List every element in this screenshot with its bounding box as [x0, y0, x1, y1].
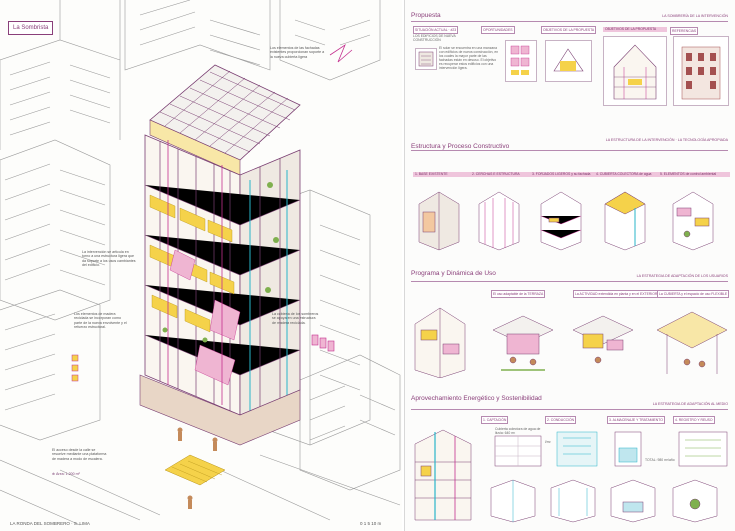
- situation-text: El solar se encuentra en una manzana con…: [439, 46, 499, 70]
- programa-step-3: La CUBIERTA y el espacio de uso FLEXIBLE: [657, 290, 730, 298]
- section-rule: [411, 409, 728, 410]
- estructura-step-3: 3. FORJADOS LIGEROS y su fachada: [530, 172, 594, 177]
- objectives-figure: [545, 40, 592, 82]
- situation-figure: [415, 48, 437, 70]
- axonometric-panel: La Sombrista Los elementos de las fachad…: [0, 0, 401, 526]
- programa-step-1: El uso adaptable de la TERRAZA: [491, 290, 546, 298]
- energia-units: l/m²: [545, 440, 551, 444]
- section-subheader-programa: LA ESTRATEGIA DE ADAPTACIÓN DE LOS USUAR…: [636, 274, 728, 278]
- section-rule: [411, 281, 728, 282]
- energia-step-4: 4. REGISTRO Y REUSO: [673, 416, 715, 424]
- energia-step-1: 1. CAPTACIÓN: [481, 416, 509, 424]
- estructura-step-4: 4. CUBIERTA COLECTORA de agua: [594, 172, 658, 177]
- central-frame: [71, 43, 353, 509]
- situation-label: SITUACIÓN ACTUAL · #23: [413, 26, 459, 34]
- energia-diagrams: [414, 429, 728, 523]
- callout-top-note: Los elementos de las fachadas existentes…: [270, 46, 325, 59]
- neighbor-buildings: [0, 0, 401, 526]
- section-header-aprovechamiento: Aprovechamiento Energético y Sostenibili…: [411, 395, 542, 402]
- references-label: REFERENCIAS: [670, 27, 699, 35]
- section-header-propuesta: Propuesta: [411, 12, 441, 19]
- section-subheader-propuesta: LA SOMBRERÍA DE LA INTERVENCIÓN: [662, 14, 728, 18]
- callout-left-mid: La intervención se articula en torno a u…: [82, 250, 136, 268]
- callout-bottom-note: El acceso desde la calle se resuelve med…: [52, 448, 107, 461]
- estructura-diagrams: [418, 191, 714, 251]
- section-subheader-aprovechamiento: LA ESTRATEGIA DE ADAPTACIÓN AL MEDIO: [652, 402, 728, 406]
- energia-note: Cubierta colectora de agua de lluvia: 64…: [495, 427, 541, 435]
- axonometric-drawing: [0, 0, 401, 526]
- estructura-step-5: 5. ELEMENTOS de control ambiental: [658, 172, 730, 177]
- opportunities-figure: [505, 40, 537, 82]
- programa-step-2: La ACTIVIDAD extendida en planta y en el…: [573, 290, 660, 298]
- objectives-label: OBJETIVOS DE LA PROPUESTA: [541, 26, 597, 34]
- banner-objectives: OBJETIVOS DE LA PROPUESTA: [603, 27, 667, 32]
- energia-step-3: 3. ALMACENAJE Y TRATAMIENTO: [607, 416, 665, 424]
- sheet-title: La Sombrista: [8, 21, 54, 35]
- situation-sub: LOS EDIFICIOS DE NUEVA CONSTRUCCIÓN: [413, 34, 456, 42]
- section-rule: [411, 21, 728, 22]
- info-panel: Propuesta LA SOMBRERÍA DE LA INTERVENCIÓ…: [404, 0, 735, 531]
- scale-bar-label: 0 1 5 10 m: [360, 521, 382, 526]
- section-header-estructura: Estructura y Proceso Constructivo: [411, 143, 510, 150]
- estructura-step-2: 2. CERCHAS E ESTRUCTURA: [470, 172, 530, 177]
- section-diagram: [603, 36, 667, 106]
- references-figure: [673, 36, 729, 106]
- sheet-footer: LA RONDA DEL SOMBRERO · S. LIMA: [10, 521, 90, 526]
- energia-step-2: 2. CONDUCCIÓN: [545, 416, 577, 424]
- energia-total: TOTAL: 980 m³/año: [645, 458, 675, 462]
- programa-diagrams: [414, 307, 728, 378]
- estructura-step-1: 1. BASE EXISTENTE: [413, 172, 470, 177]
- opportunities-label: OPORTUNIDADES: [481, 26, 515, 34]
- callout-area-mark: ⊕ Área: 1.200 m²: [52, 472, 80, 476]
- section-rule: [411, 150, 728, 151]
- section-subheader-estructura: LA ESTRUCTURA DE LA INTERVENCIÓN · LA TE…: [605, 138, 728, 142]
- callout-right-mid: La cubierta de los sombreros se apoya en…: [272, 312, 319, 325]
- callout-left-low: Los elementos de madera reciclada se inc…: [74, 312, 127, 330]
- section-header-programa: Programa y Dinámica de Uso: [411, 270, 496, 277]
